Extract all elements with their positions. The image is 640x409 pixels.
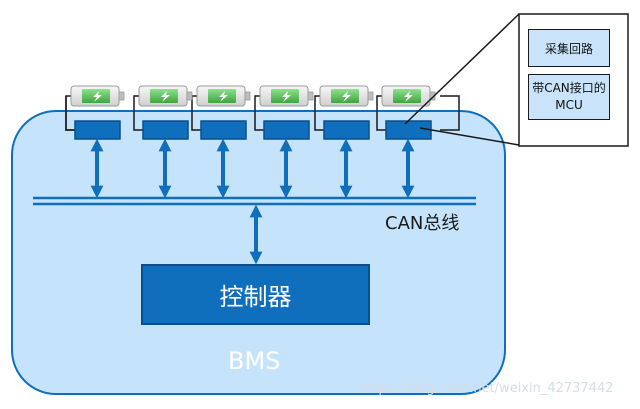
wire-right	[440, 95, 460, 131]
module-wire	[191, 95, 201, 131]
battery-wiring	[65, 95, 460, 131]
lightning-icon	[342, 91, 351, 102]
callout-line-top	[404, 13, 520, 125]
acquisition-module	[142, 120, 189, 140]
lightning-icon	[219, 91, 228, 102]
module-wire	[314, 95, 324, 131]
lightning-icon	[282, 91, 291, 102]
battery-terminal	[118, 91, 125, 101]
lightning-icon	[404, 91, 413, 102]
battery-terminal	[367, 91, 374, 101]
lightning-icon	[93, 91, 102, 102]
controller-box: 控制器	[141, 264, 370, 325]
acquisition-modules	[74, 120, 432, 140]
acquisition-module	[263, 120, 310, 140]
watermark: https://blog.csdn.net/weixin_42737442	[360, 381, 614, 396]
acquisition-module	[74, 120, 121, 140]
acquisition-module	[385, 120, 432, 140]
battery-terminal	[244, 91, 251, 101]
module-arrows	[90, 138, 415, 199]
acquisition-module	[200, 120, 247, 140]
battery-terminal	[186, 91, 193, 101]
callout-acquisition-circuit: 采集回路	[528, 29, 610, 67]
module-wire	[133, 95, 143, 131]
bms-label: BMS	[228, 347, 281, 375]
callout-line-bottom	[419, 127, 520, 146]
acquisition-module	[323, 120, 370, 140]
battery-string	[70, 85, 436, 107]
module-wire	[254, 95, 264, 131]
module-wire	[65, 95, 75, 131]
lightning-icon	[161, 91, 170, 102]
callout-can-mcu: 带CAN接口的MCU	[528, 74, 610, 120]
can-bus-label: CAN总线	[385, 213, 460, 234]
module-wire	[376, 95, 386, 131]
battery-terminal	[307, 91, 314, 101]
